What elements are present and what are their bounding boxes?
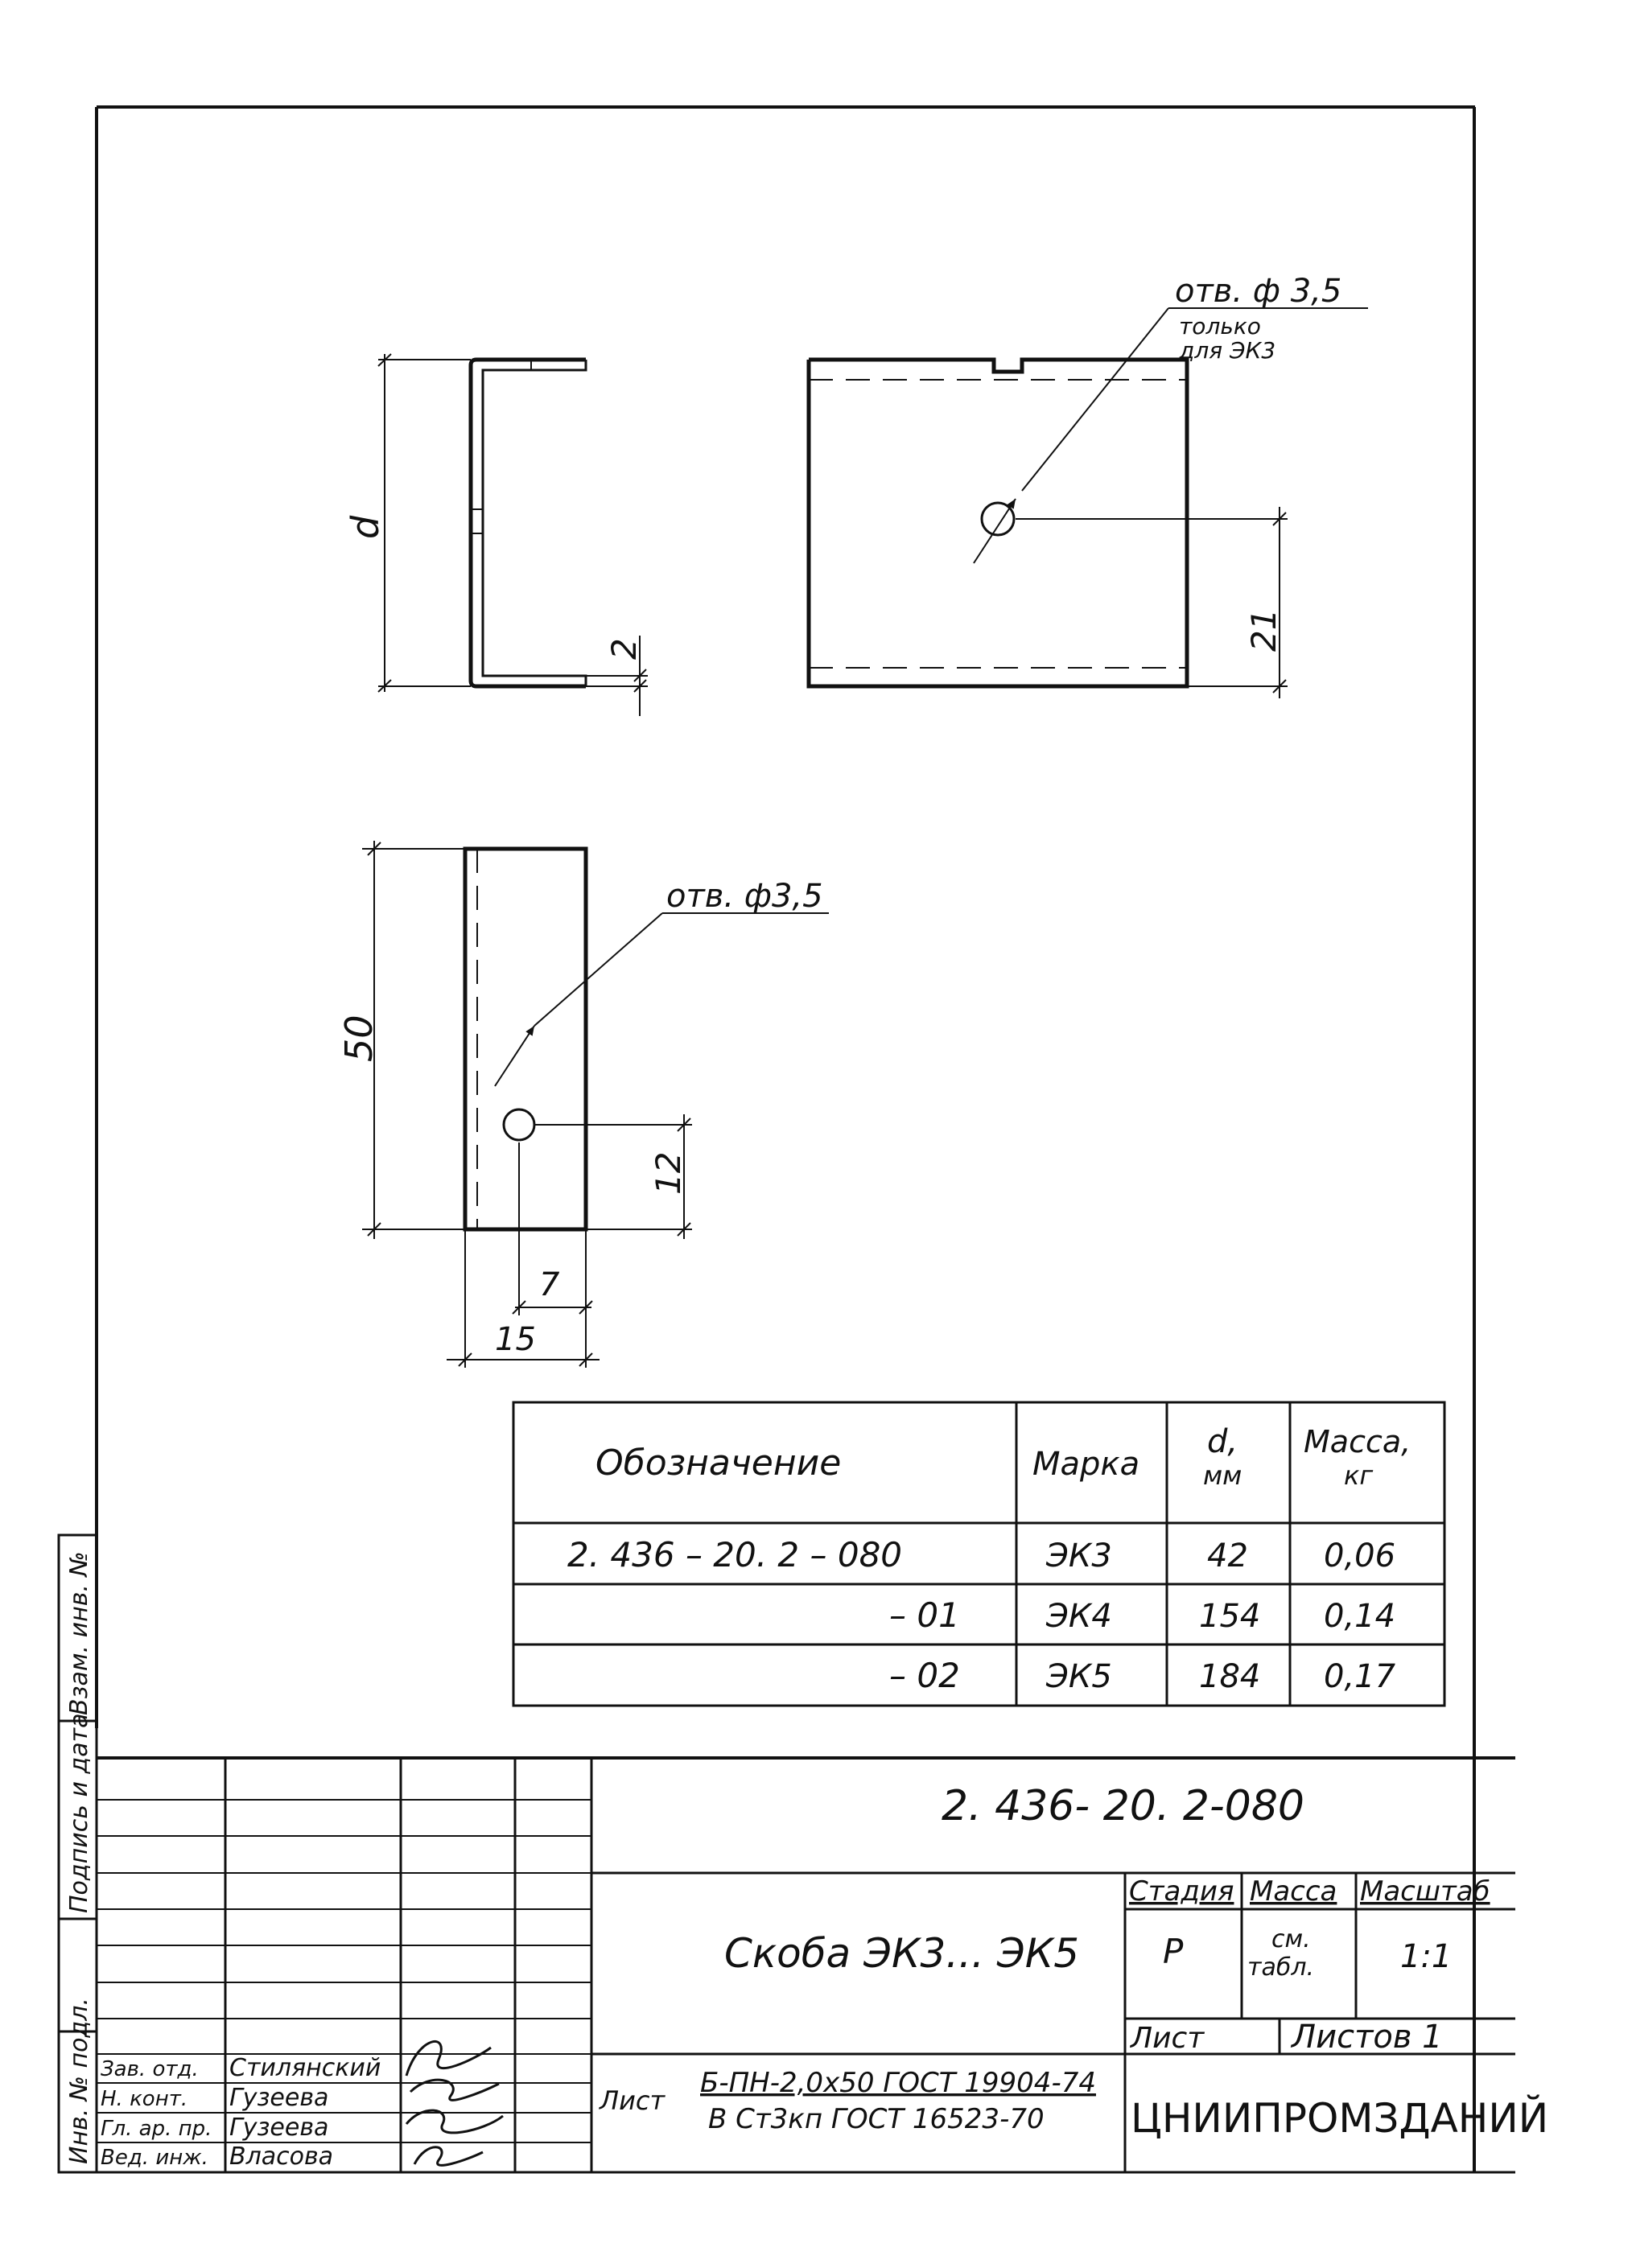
side-stamp-replace-inv: Взам. инв. № bbox=[65, 1551, 93, 1715]
stage-value: Р bbox=[1163, 1932, 1184, 1971]
spec-row-mark: ЭК3 bbox=[1045, 1537, 1112, 1574]
dim-15: 15 bbox=[495, 1321, 536, 1358]
spec-row-d: 42 bbox=[1207, 1537, 1248, 1574]
spec-header-designation: Обозначение bbox=[595, 1443, 841, 1484]
scale-header: Масштаб bbox=[1360, 1875, 1490, 1908]
spec-header-mass-unit: кг bbox=[1344, 1460, 1373, 1491]
spec-row-mark: ЭК5 bbox=[1045, 1658, 1112, 1695]
dim-12: 12 bbox=[649, 1152, 688, 1195]
dim-d-label: d bbox=[344, 515, 387, 539]
spec-row-mark: ЭК4 bbox=[1045, 1598, 1112, 1635]
hole-note-top-1: только bbox=[1179, 313, 1261, 340]
mass-header: Масса bbox=[1250, 1875, 1337, 1908]
person-name: Гузеева bbox=[229, 2084, 328, 2112]
hole-note-top-2: для ЭК3 bbox=[1178, 337, 1275, 364]
scale-value: 1:1 bbox=[1400, 1938, 1452, 1975]
spec-row-d: 184 bbox=[1199, 1658, 1260, 1695]
person-role: Гл. ар. пр. bbox=[101, 2117, 212, 2141]
stage-header: Стадия bbox=[1129, 1875, 1234, 1908]
title-block: 2. 436- 20. 2-080 Скоба ЭК3... ЭК5 Стади… bbox=[95, 1758, 1548, 2174]
spec-header-mark: Марка bbox=[1032, 1446, 1139, 1483]
spec-header-mass: Масса, bbox=[1304, 1424, 1411, 1459]
sheet-frame bbox=[95, 105, 1515, 2172]
material-line-2: В Ст3кп ГОСТ 16523-70 bbox=[708, 2103, 1045, 2135]
spec-row-mass: 0,14 bbox=[1324, 1598, 1395, 1635]
dim-21: 21 bbox=[1244, 609, 1284, 652]
person-role: Зав. отд. bbox=[101, 2057, 199, 2081]
doc-code: 2. 436- 20. 2-080 bbox=[942, 1782, 1304, 1830]
sheets-count: Листов 1 bbox=[1290, 2019, 1443, 2056]
spec-header-d-unit: мм bbox=[1203, 1460, 1242, 1491]
top-view: 21 отв. ф 3,5 только для ЭК3 bbox=[806, 273, 1368, 698]
mass-value-1: см. bbox=[1271, 1925, 1311, 1953]
front-view: 12 50 отв. ф3,5 7 15 bbox=[337, 841, 829, 1368]
person-name: Власова bbox=[229, 2142, 333, 2171]
hole-label-top: отв. ф 3,5 bbox=[1175, 273, 1341, 310]
person-role: Вед. инж. bbox=[101, 2146, 208, 2170]
signatures bbox=[405, 2040, 504, 2167]
material-prefix: Лист bbox=[599, 2085, 666, 2116]
hole-label-bottom: отв. ф3,5 bbox=[666, 878, 823, 915]
dim-7: 7 bbox=[539, 1266, 560, 1303]
person-name: Гузеева bbox=[229, 2114, 328, 2142]
organization: ЦНИИПРОМЗДАНИЙ bbox=[1131, 2094, 1548, 2142]
spec-row-mass: 0,06 bbox=[1324, 1537, 1395, 1574]
spec-row-designation: – 01 bbox=[889, 1595, 960, 1635]
part-name: Скоба ЭК3... ЭК5 bbox=[724, 1930, 1079, 1977]
dim-50: 50 bbox=[337, 1015, 381, 1062]
person-name: Стилянский bbox=[229, 2054, 381, 2082]
side-stamp-inv-orig: Инв. № подл. bbox=[65, 1998, 93, 2164]
material-line-1: Б-ПН-2,0х50 ГОСТ 19904-74 bbox=[700, 2067, 1096, 2099]
person-role: Н. конт. bbox=[101, 2087, 188, 2111]
mass-value-2: табл. bbox=[1247, 1953, 1314, 1982]
dim-flange-2: 2 bbox=[604, 638, 644, 660]
sheet-label: Лист bbox=[1129, 2022, 1205, 2055]
side-view: d 2 bbox=[344, 353, 648, 716]
side-stamp-sign-date: Подпись и дата bbox=[65, 1714, 93, 1914]
spec-row-designation: – 02 bbox=[889, 1656, 960, 1695]
side-stamp: Взам. инв. № Подпись и дата Инв. № подл. bbox=[57, 1533, 98, 2174]
spec-row-mass: 0,17 bbox=[1324, 1658, 1396, 1695]
spec-row-d: 154 bbox=[1199, 1598, 1260, 1635]
spec-header-d: d, bbox=[1207, 1423, 1238, 1460]
spec-table: Обозначение Марка d, мм Масса, кг 2. 436… bbox=[512, 1401, 1446, 1707]
spec-row-designation: 2. 436 – 20. 2 – 080 bbox=[567, 1535, 902, 1574]
